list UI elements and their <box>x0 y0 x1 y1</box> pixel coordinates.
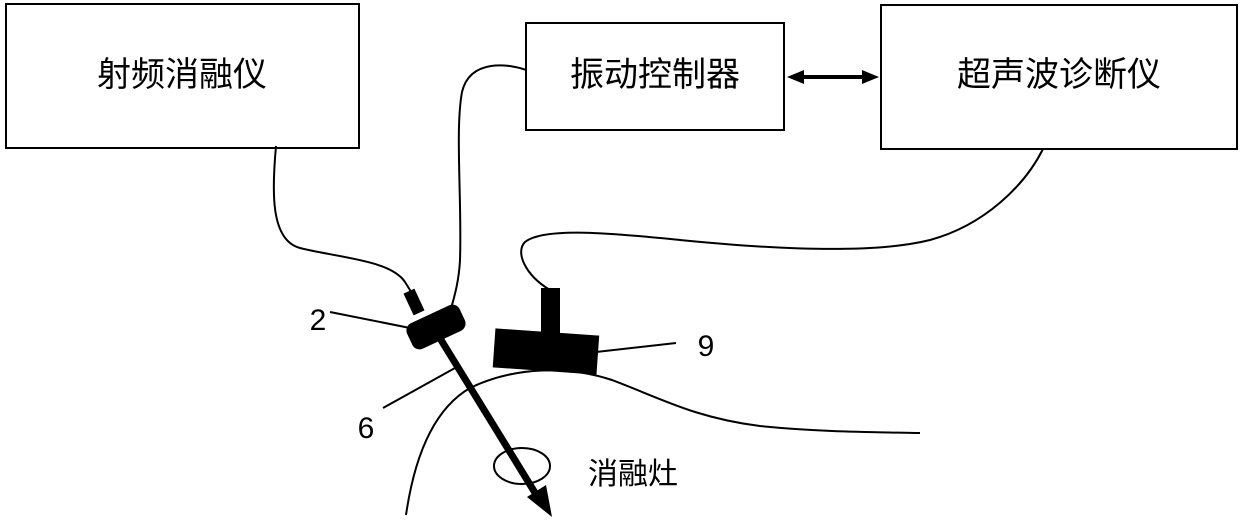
rf-cable-connector <box>403 289 424 316</box>
bidirectional-arrow <box>787 70 879 84</box>
rf-ablation-label: 射频消融仪 <box>97 55 267 95</box>
rf-cable <box>274 146 420 310</box>
controller-cable <box>450 65 526 312</box>
ultrasound-cable <box>521 149 1043 290</box>
callout-9: 9 <box>698 330 715 363</box>
ultrasound-box: 超声波诊断仪 <box>881 5 1237 149</box>
body-outline <box>406 370 920 515</box>
leader-9 <box>596 343 676 352</box>
leader-6 <box>383 368 455 408</box>
rf-ablation-box: 射频消融仪 <box>6 4 359 148</box>
vibration-controller-label: 振动控制器 <box>570 55 740 95</box>
ablation-site-label: 消融灶 <box>588 457 678 492</box>
leader-2 <box>330 312 410 328</box>
ultrasound-label: 超声波诊断仪 <box>957 55 1161 95</box>
ultrasound-probe <box>493 328 599 374</box>
vibration-controller-box: 振动控制器 <box>526 23 784 130</box>
callout-2: 2 <box>310 304 327 337</box>
callout-6: 6 <box>358 412 375 445</box>
